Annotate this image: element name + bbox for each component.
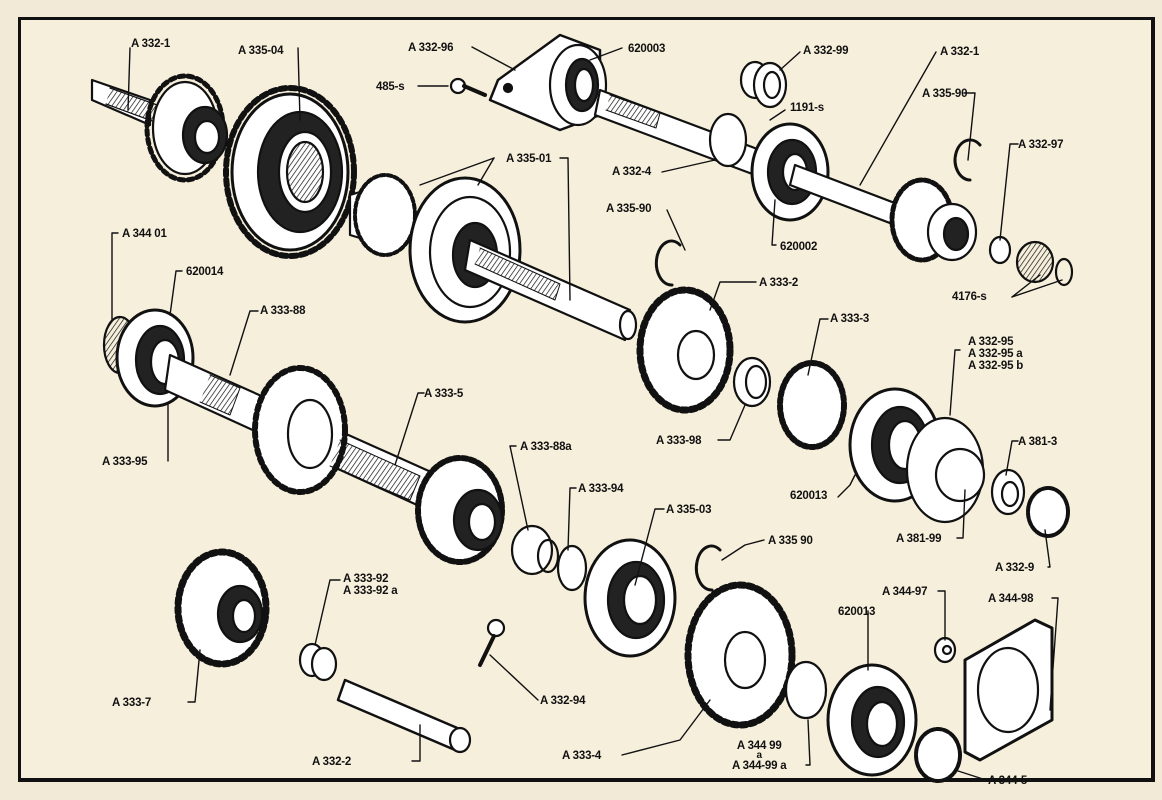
part-label: A 332-94 [540,695,586,707]
part-label: a [756,750,763,761]
part-label: A 333-95 [102,456,148,468]
nut-332-9 [1026,486,1070,538]
part-label-group-333-92: A 333-92 A 333-92 a [343,573,398,597]
bearing-620013-lower [826,663,918,777]
part-label: A 332-1 [131,38,171,50]
part-label: A 332-9 [995,562,1035,574]
output-flange-332-96 [488,33,608,132]
part-label: A 332-95 a [968,348,1023,360]
part-label: A 333-88 [260,305,306,317]
part-label: A 381-99 [896,533,942,545]
part-label: A 332-4 [612,166,652,178]
pin-332-94 [478,618,506,667]
synchro-ring-335-04 [223,85,357,259]
part-label: A 332-95 b [968,360,1024,372]
gear-333-4 [684,581,796,729]
circlip-335-90-mid [654,239,682,287]
cover-plate-344-98 [963,618,1054,762]
layshaft-333-5 [163,353,505,565]
washer-381-3 [990,468,1026,516]
gear-332-1 [144,73,229,183]
shim-344-99 [784,660,828,720]
part-label: 620013 [838,606,876,618]
part-label: A 333-5 [424,388,464,400]
bush-333-88a [510,524,560,576]
part-label: A 333-98 [656,435,702,447]
spacer-333-98 [732,356,772,408]
part-label: A 332-95 [968,336,1014,348]
part-label: 620013 [790,490,828,502]
bolt-485-s [449,77,487,97]
gear-333-3 [777,360,847,450]
part-label: A 332-99 [803,45,849,57]
part-label: A 333-94 [578,483,624,495]
leader-lines [111,46,1063,781]
part-label: A 335-90 [606,203,652,215]
part-label: A 344 01 [122,228,167,240]
part-label: A 332-1 [940,46,980,58]
gear-333-7 [174,548,270,668]
part-label: A 332-96 [408,42,454,54]
part-label: 1191-s [790,102,824,114]
spacer-344-97 [933,636,957,664]
gear-333-2 [636,286,734,414]
hub-335-03 [583,538,677,658]
part-label: A 333-4 [562,750,602,762]
needle-bearing-4176-s [988,235,1074,287]
pin-332-2 [336,678,472,754]
part-label: A 333-2 [759,277,799,289]
part-label: A 332-97 [1018,139,1064,151]
part-label-group-344-99: A 344 99 a A 344-99 a [732,740,787,772]
part-label: A 344-98 [988,593,1034,605]
part-label: 620002 [780,241,818,253]
part-label: A 344 99 [736,740,782,752]
mainshaft-335-01 [348,173,638,342]
nut-344-5 [914,727,962,783]
part-label: A 335-90 [922,88,968,100]
part-label: A 381-3 [1018,436,1058,448]
part-label: A 335-04 [238,45,284,57]
part-label: A 344-99 a [732,760,787,772]
part-label: A 335 90 [768,535,813,547]
part-label: 4176-s [952,291,987,303]
part-label-group-332-95: A 332-95 A 332-95 a A 332-95 b [968,336,1023,372]
cap-332-99 [739,60,788,109]
part-label: A 333-92 a [343,585,398,597]
part-label: A 333-88a [520,441,572,453]
circlip-335-90-low [694,544,722,592]
circlip-335-90-top [953,138,982,182]
washer-333-94 [556,544,588,592]
part-label: A 333-92 [343,573,389,585]
part-label: A 335-01 [506,153,552,165]
part-label: A 344-5 [988,775,1028,787]
part-label: 620003 [628,43,666,55]
part-label: A 344-97 [882,586,928,598]
bush-333-92 [298,642,338,682]
output-shaft [593,88,978,263]
part-label: A 333-3 [830,313,870,325]
part-label: 620014 [186,266,224,278]
bearing-620013-upper [848,387,986,524]
part-label: A 333-7 [112,697,152,709]
part-label: 485-s [376,81,405,93]
part-label: A 332-2 [312,756,352,768]
part-label: A 335-03 [666,504,712,516]
